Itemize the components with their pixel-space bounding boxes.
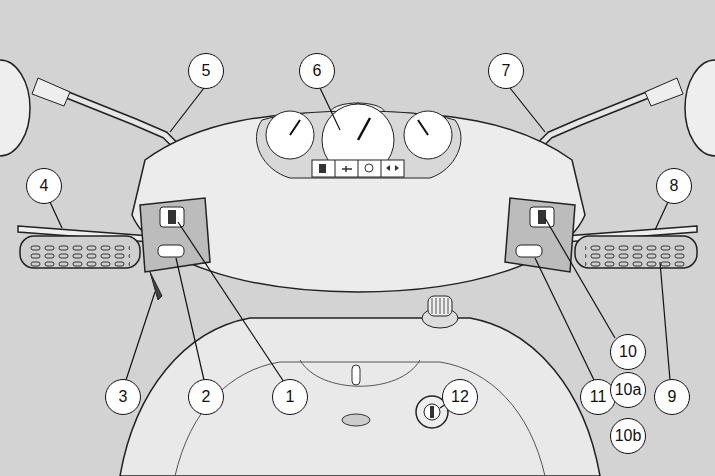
callout-number: 10b <box>610 418 646 454</box>
callout-number: 6 <box>299 53 335 89</box>
callout-number: 7 <box>488 53 524 89</box>
callout-number: 4 <box>26 168 62 204</box>
callout-number: 3 <box>105 379 141 415</box>
callout-number: 10a <box>610 372 646 408</box>
callout-number: 12 <box>442 379 478 415</box>
callout-number: 8 <box>656 168 692 204</box>
callout-number: 5 <box>188 53 224 89</box>
callout-number: 1 <box>272 379 308 415</box>
callout-number: 10 <box>610 334 646 370</box>
callout-number: 9 <box>654 379 690 415</box>
callout-number: 2 <box>188 379 224 415</box>
